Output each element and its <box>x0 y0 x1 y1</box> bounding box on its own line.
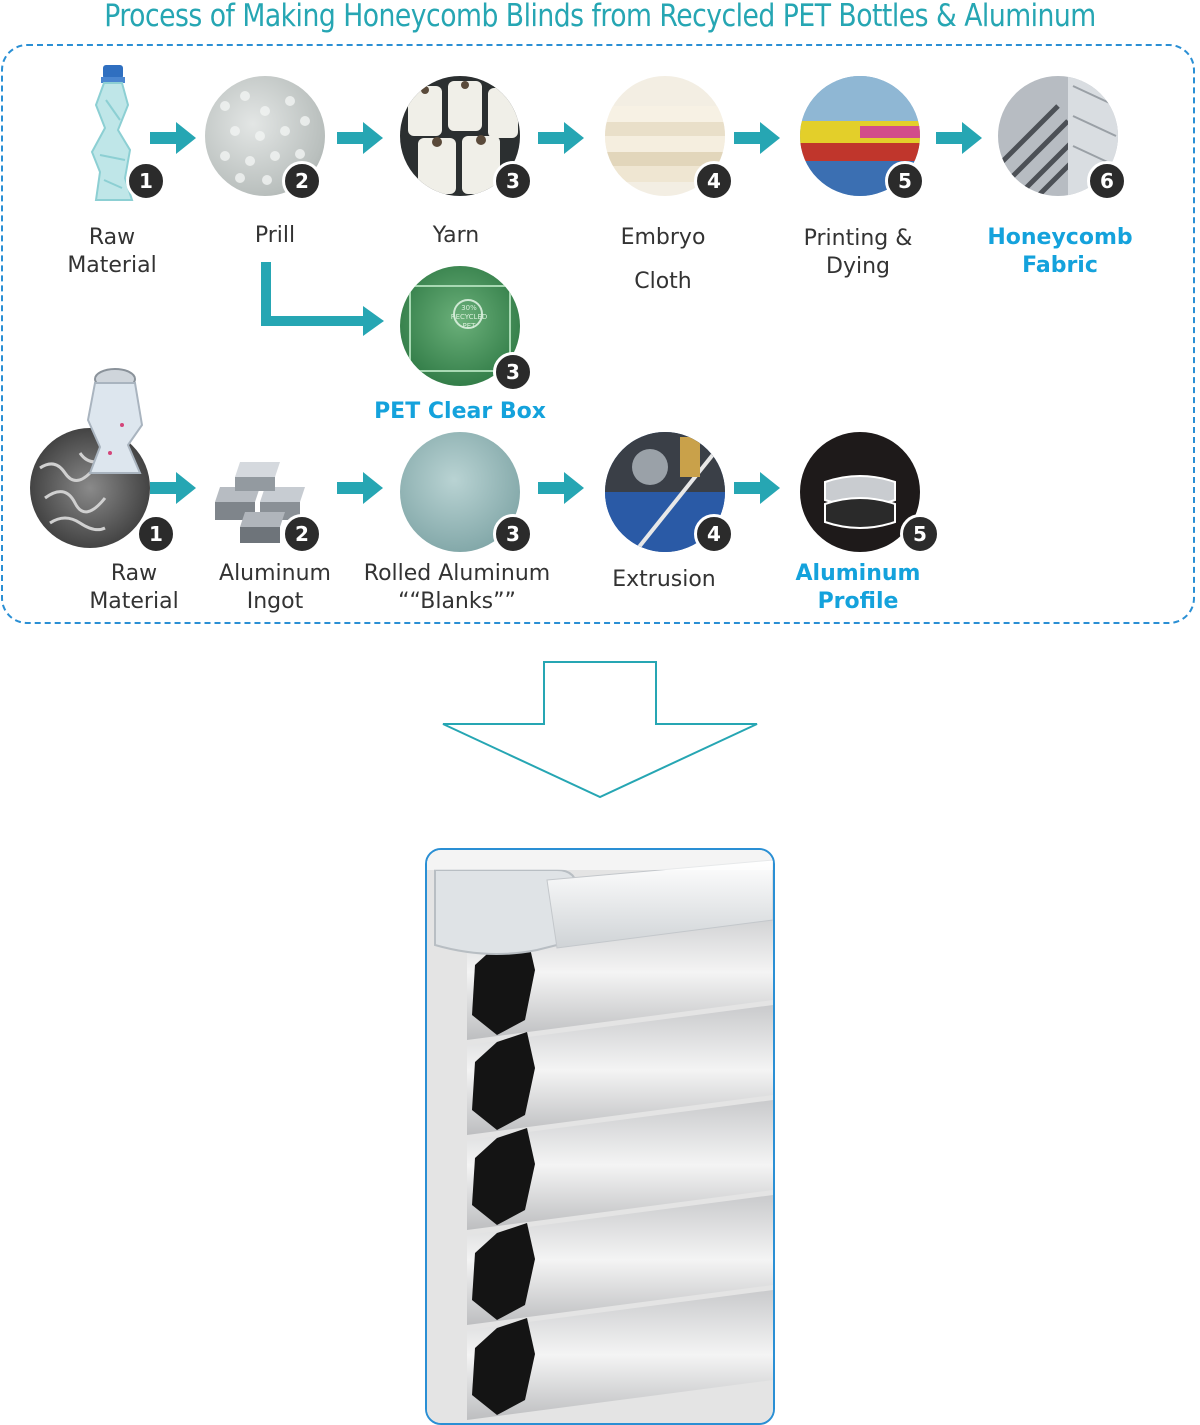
aluminum-profile-image <box>800 432 920 552</box>
pet-bottle-image <box>70 60 160 210</box>
arrow-right-icon <box>337 472 383 504</box>
arrow-right-icon <box>538 122 584 154</box>
page-title: Process of Making Honeycomb Blinds from … <box>104 0 1096 34</box>
branch-label: PET Clear Box <box>374 399 546 424</box>
arrow-right-icon <box>150 472 196 504</box>
step-label: Extrusion <box>594 566 734 594</box>
step-badge: 3 <box>493 161 533 201</box>
arrow-right-icon <box>150 122 196 154</box>
step-badge: 5 <box>900 514 940 554</box>
label-text: Yarn <box>432 223 480 248</box>
label-text: Printing & Dying <box>803 226 913 279</box>
process-frame <box>1 44 1195 624</box>
label-text: Prill <box>254 223 296 248</box>
honeycomb-blind-image <box>425 848 775 1425</box>
label-text: Rolled Aluminum ““Blanks”” <box>363 561 551 614</box>
step-badge: 1 <box>136 514 176 554</box>
arrow-right-icon <box>538 472 584 504</box>
step-badge: 2 <box>282 514 322 554</box>
step-badge: 6 <box>1087 161 1127 201</box>
step-label: Prill <box>215 222 335 250</box>
step-label: Raw Material <box>52 224 172 280</box>
step-badge: 3 <box>493 352 533 392</box>
arrow-right-icon <box>734 122 780 154</box>
yarn-spools-image <box>400 76 520 196</box>
label-text: Raw Material <box>89 561 179 614</box>
step-label: Honeycomb Fabric <box>980 224 1140 280</box>
step-label: Raw Material <box>74 560 194 616</box>
step-label: Aluminum Ingot <box>205 560 345 616</box>
step-label: Yarn <box>396 222 516 250</box>
step-badge: 2 <box>282 161 322 201</box>
step-badge: 1 <box>126 161 166 201</box>
branch-arrow-icon <box>261 262 384 336</box>
folded-cloth-image <box>605 76 725 196</box>
step-label: Printing & Dying <box>788 225 928 281</box>
label-text: Honeycomb Fabric <box>987 225 1133 278</box>
label-text: Embryo Cloth <box>620 225 706 294</box>
step-badge: 5 <box>885 161 925 201</box>
step-badge: 4 <box>694 161 734 201</box>
label-text: Aluminum Ingot <box>219 561 331 614</box>
down-arrow-icon <box>442 661 758 799</box>
arrow-right-icon <box>734 472 780 504</box>
step-badge: 4 <box>694 514 734 554</box>
step-label: Aluminum Profile <box>788 560 928 616</box>
step-badge: 3 <box>493 514 533 554</box>
recycled-pet-text: 30% RECYCLED PET <box>450 304 488 330</box>
step-label: Rolled Aluminum ““Blanks”” <box>352 560 562 616</box>
label-text: Extrusion <box>612 567 716 592</box>
arrow-right-icon <box>936 122 982 154</box>
arrow-right-icon <box>337 122 383 154</box>
crushed-can-image <box>80 365 150 480</box>
label-text: Aluminum Profile <box>795 561 921 614</box>
step-label: Embryo Cloth <box>603 216 723 304</box>
label-text: Raw Material <box>67 225 157 278</box>
